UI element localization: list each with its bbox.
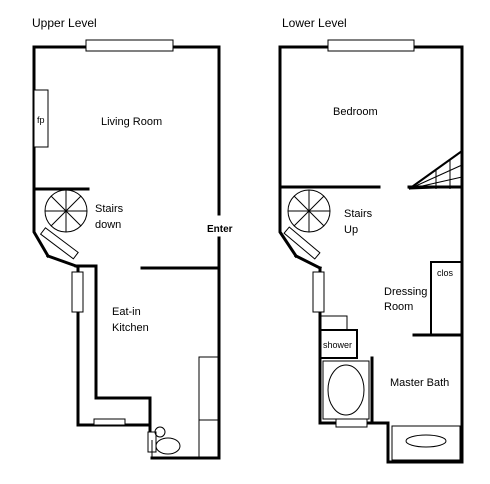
dressing-room-label-2: Room: [384, 301, 413, 313]
fireplace-label: fp: [37, 115, 45, 125]
lower-side-window: [312, 271, 325, 313]
lower-level-title: Lower Level: [282, 16, 347, 30]
shower-label: shower: [323, 340, 352, 350]
upper-level-title: Upper Level: [32, 16, 97, 30]
dressing-room-label-1: Dressing: [384, 286, 427, 298]
stairs-up-label-2: Up: [344, 224, 358, 236]
lower-angled-wall: [293, 253, 323, 271]
closet-label: clos: [437, 268, 454, 278]
kitchen-counter: [198, 356, 220, 459]
upper-exterior-walls: [32, 45, 221, 460]
shower: [319, 329, 358, 359]
bathtub: [322, 360, 370, 420]
kitchen-label-2: Kitchen: [112, 322, 149, 334]
living-room-label: Living Room: [101, 116, 162, 128]
lower-angled-window: [283, 226, 321, 260]
stairs-up-label-1: Stairs: [344, 208, 373, 220]
enter-label: Enter: [207, 224, 233, 235]
closet: [430, 261, 463, 336]
upper-top-window: [85, 39, 174, 52]
bathtub-basin: [327, 364, 365, 416]
kitchen-label-1: Eat-in: [112, 306, 141, 318]
spiral-stairs-down: [44, 189, 88, 233]
stairs-down-label-1: Stairs: [95, 203, 124, 215]
toilet-bowl: [155, 437, 181, 455]
straight-stairs: [408, 150, 463, 190]
lower-exterior-walls: [278, 45, 464, 464]
lower-level-plan: Lower Level clos: [278, 16, 464, 464]
stairs-down-label-2: down: [95, 219, 121, 231]
master-bath-label: Master Bath: [390, 377, 449, 389]
upper-level-plan: Upper Level fp: [32, 16, 233, 460]
bedroom-label: Bedroom: [333, 106, 378, 118]
spiral-stairs-up: [287, 189, 331, 233]
kitchen-side-window: [71, 271, 84, 313]
sink: [154, 426, 166, 438]
vanity-sink: [405, 434, 447, 448]
shower-top: [319, 315, 348, 331]
fireplace: [33, 89, 49, 148]
vanity: [391, 425, 461, 461]
kitchen-bottom-window: [93, 418, 126, 426]
kitchen-outer-wall: [76, 264, 152, 427]
lower-top-window: [327, 39, 415, 52]
upper-angled-window: [39, 227, 79, 260]
upper-angled-wall: [46, 254, 78, 268]
bath-bottom-window: [335, 418, 368, 428]
kitchen-wall: [74, 264, 152, 432]
